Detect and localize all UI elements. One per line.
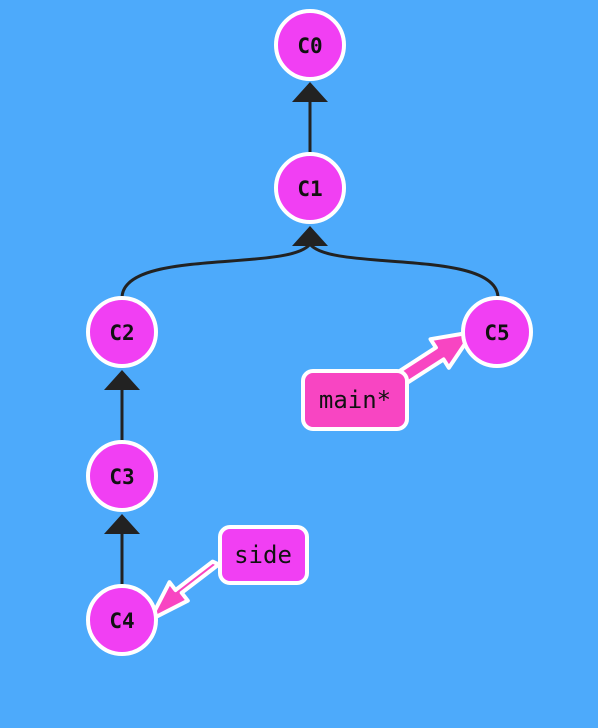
arrowhead-c2 bbox=[104, 370, 140, 390]
branch-name-side: side bbox=[234, 541, 292, 569]
edges bbox=[104, 82, 500, 586]
commit-label: C1 bbox=[297, 177, 322, 201]
commit-node-c0[interactable]: C0 bbox=[274, 9, 346, 81]
branch-box-main bbox=[301, 369, 409, 431]
commit-node-c4[interactable]: C4 bbox=[86, 584, 158, 656]
commit-label: C2 bbox=[109, 321, 134, 345]
commit-circle bbox=[274, 9, 346, 81]
commit-node-c5[interactable]: C5 bbox=[461, 296, 533, 368]
commit-label: C5 bbox=[484, 321, 509, 345]
commit-circle bbox=[86, 440, 158, 512]
commit-label: C0 bbox=[297, 34, 322, 58]
branch-pointers bbox=[148, 330, 475, 622]
branch-label-main[interactable]: main* bbox=[301, 369, 409, 431]
edge-c5-c1 bbox=[308, 242, 500, 299]
arrowhead-c1 bbox=[292, 226, 328, 246]
commit-node-c1[interactable]: C1 bbox=[274, 152, 346, 224]
commit-label: C4 bbox=[109, 609, 134, 633]
branch-arrow-side bbox=[148, 559, 221, 622]
branch-name-main: main* bbox=[319, 386, 391, 414]
commit-node-c3[interactable]: C3 bbox=[86, 440, 158, 512]
commit-nodes: C0 C1 C2 C3 C4 C5 bbox=[86, 9, 533, 656]
commit-label: C3 bbox=[109, 465, 134, 489]
commit-circle bbox=[86, 296, 158, 368]
arrowhead-c0 bbox=[292, 82, 328, 102]
edge-c2-c1 bbox=[120, 242, 312, 299]
arrowhead-c3 bbox=[104, 514, 140, 534]
branch-label-side[interactable]: side bbox=[218, 525, 309, 585]
branch-box-side bbox=[218, 525, 309, 585]
branch-labels: main* side bbox=[218, 369, 409, 585]
commit-circle bbox=[86, 584, 158, 656]
commit-circle bbox=[274, 152, 346, 224]
commit-circle bbox=[461, 296, 533, 368]
commit-node-c2[interactable]: C2 bbox=[86, 296, 158, 368]
